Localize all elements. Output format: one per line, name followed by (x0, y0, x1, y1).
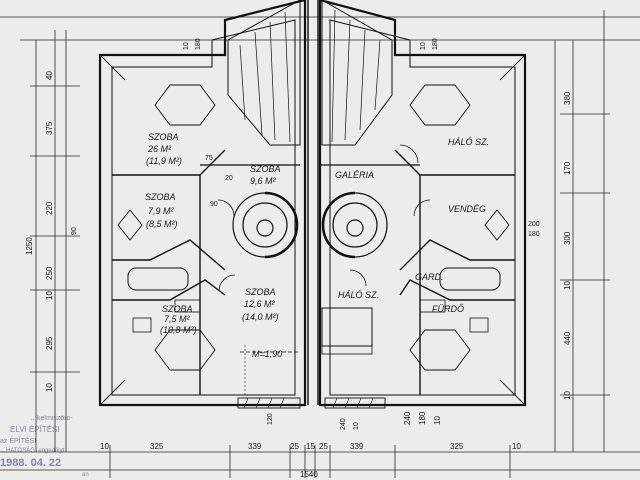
room-left-1-alt: (11,9 M²) (146, 156, 182, 166)
dim-inner-3: 20 (225, 175, 233, 182)
dim-inner-4: 200 (528, 221, 540, 228)
room-right-furdo: FÜRDŐ (432, 304, 464, 314)
room-left-3-alt: (10,8 M²) (160, 325, 197, 335)
dim-top-4: 180 (432, 38, 439, 50)
dim-inner-7: 120 (267, 413, 274, 425)
dim-right-6: 10 (563, 391, 572, 400)
dim-left-1: 40 (45, 71, 54, 80)
room-right-galeria: GALÉRIA (335, 170, 374, 180)
dimensions-top: 10 180 10 180 (183, 38, 439, 50)
building-walls (98, 0, 527, 409)
room-left-2-alt: (8,5 M²) (146, 219, 178, 229)
dim-inner-6: 10 (353, 422, 360, 430)
stamp-line-4: …HATÓSÁGI engedélyt (0, 447, 65, 454)
room-left-4-area: 12,6 M² (244, 299, 276, 309)
dim-inner-5: 240 (340, 418, 347, 430)
stamp-date: 1988. 04. 22 (0, 457, 61, 469)
dimensions-left: 40 375 220 90 250 10 295 10 1250 (25, 71, 78, 392)
room-right-gard: GARD. (415, 272, 444, 282)
dim-left-8: 10 (45, 383, 54, 392)
dim-inner-8: 180 (528, 231, 540, 238)
room-left-3-name: SZOBA (162, 304, 193, 314)
room-labels-left: SZOBA 26 M² (11,9 M²) SZOBA 7,9 M² (8,5 … (145, 132, 282, 359)
dim-bottom-3: 339 (248, 442, 262, 451)
dim-bottom-5: 15 (306, 442, 315, 451)
room-left-5-area: 9,6 M² (250, 176, 277, 186)
stamp-line-1: …kelmiszőro- (30, 415, 73, 422)
dim-bottom-7: 339 (350, 442, 364, 451)
spiral-stairs (232, 191, 388, 259)
dim-bottom-8: 325 (450, 442, 464, 451)
room-left-1-name: SZOBA (148, 132, 179, 142)
room-left-4-alt: (14,0 M²) (242, 312, 279, 322)
dim-right-1: 380 (563, 91, 572, 105)
room-right-vendeg: VENDÉG (448, 204, 486, 214)
room-left-2-name: SZOBA (145, 192, 176, 202)
dim-left-4: 90 (71, 227, 78, 235)
stamp-line-3: az ÉPÍTÉSI (0, 436, 36, 445)
dim-bottom-9: 10 (512, 442, 521, 451)
dimensions-right: 380 170 300 10 440 10 (563, 91, 572, 400)
dim-right-4: 10 (563, 281, 572, 290)
room-labels-right: GALÉRIA HÁLÓ SZ. HÁLÓ SZ. VENDÉG GARD. F… (335, 137, 489, 314)
dim-bottom-1: 10 (100, 442, 109, 451)
dim-top-1: 10 (183, 42, 190, 50)
room-left-3-area: 7,5 M² (164, 314, 191, 324)
dim-bottom-10: 240 (403, 411, 412, 425)
dim-bottom-2: 325 (150, 442, 164, 451)
dim-left-2: 375 (45, 121, 54, 135)
dim-total: 1540 (300, 470, 318, 479)
room-left-2-area: 7,9 M² (148, 206, 175, 216)
room-right-halo-1: HÁLÓ SZ. (448, 137, 489, 147)
room-right-halo-2: HÁLÓ SZ. (338, 290, 379, 300)
stamp-line-2: ELVI ÉPÍTÉSI (10, 425, 60, 434)
height-note: M=1,90 (252, 349, 282, 359)
dim-right-5: 440 (563, 331, 572, 345)
approval-stamp: …kelmiszőro- ELVI ÉPÍTÉSI az ÉPÍTÉSI …HA… (0, 415, 89, 478)
dimensions-bottom: 10 325 339 25 15 25 339 325 10 240 180 1… (100, 411, 521, 479)
dim-inner-1: 75 (205, 155, 213, 162)
room-left-1-area: 26 M² (147, 144, 172, 154)
room-left-5-name: SZOBA (250, 164, 281, 174)
dim-right-3: 300 (563, 231, 572, 245)
dim-left-3: 220 (45, 201, 54, 215)
dim-bottom-4: 25 (290, 442, 299, 451)
dim-left-7: 295 (45, 336, 54, 350)
dim-bottom-6: 25 (319, 442, 328, 451)
dim-top-3: 10 (420, 42, 427, 50)
dim-inner-2: 90 (210, 201, 218, 208)
dim-right-2: 170 (563, 161, 572, 175)
dim-top-2: 180 (195, 38, 202, 50)
dimensions-inner: 75 90 20 200 240 10 120 180 (205, 155, 540, 430)
dim-bottom-12: 10 (433, 416, 442, 425)
dim-bottom-11: 180 (418, 411, 427, 425)
dim-left-total: 1250 (25, 237, 34, 255)
room-left-4-name: SZOBA (245, 287, 276, 297)
stamp-suffix: an (82, 472, 89, 478)
dim-left-5: 250 (45, 266, 54, 280)
dim-left-6: 10 (45, 291, 54, 300)
